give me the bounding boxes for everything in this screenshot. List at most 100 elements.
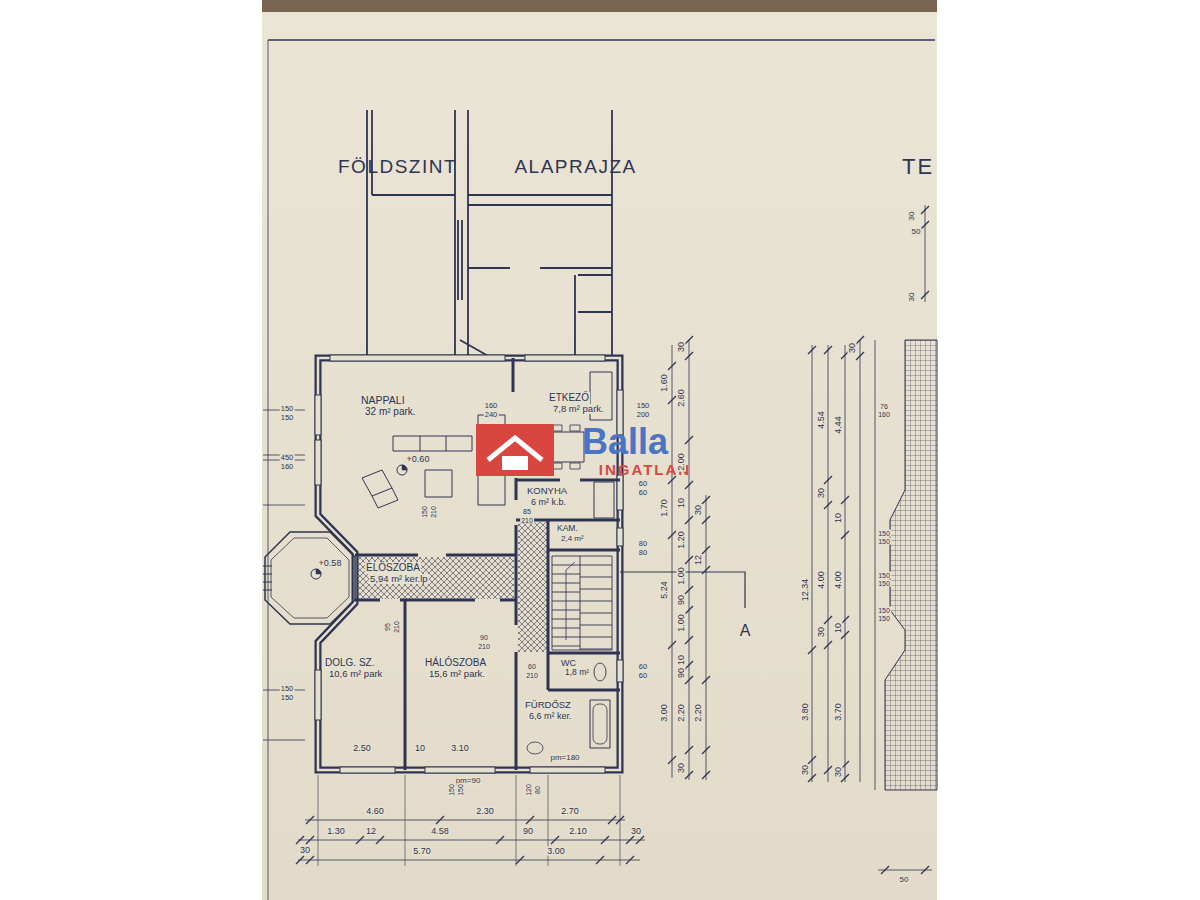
existing-wall bbox=[461, 220, 463, 300]
dimension-tick bbox=[306, 836, 314, 844]
dimension-value: 210 bbox=[430, 505, 437, 519]
interior-wall bbox=[548, 652, 620, 655]
dimension-tick bbox=[808, 646, 816, 654]
dimension-value: 150 bbox=[877, 530, 891, 537]
extension-line bbox=[516, 775, 517, 866]
dimension-tick bbox=[824, 476, 832, 484]
room-name: KAM. bbox=[556, 524, 579, 534]
dimension-line bbox=[828, 345, 829, 782]
roof-section bbox=[885, 340, 937, 790]
window-mark bbox=[425, 767, 495, 773]
dimension-value: 90 bbox=[479, 634, 489, 641]
dimension-value: 210 bbox=[393, 620, 400, 634]
dimension-value: 2.50 bbox=[352, 744, 372, 753]
dimension-tick bbox=[702, 516, 710, 524]
dimension-tick bbox=[306, 856, 314, 864]
dimension-tick bbox=[921, 221, 929, 229]
dimension-tick bbox=[824, 616, 832, 624]
dimension-line bbox=[925, 205, 926, 302]
room-area: DOLG. SZ.10,6 m² park bbox=[320, 602, 403, 762]
dimension-tick bbox=[668, 531, 676, 539]
room-area-value: 15,6 m² park. bbox=[428, 669, 486, 680]
table-symbol bbox=[425, 470, 452, 497]
existing-wall bbox=[366, 110, 368, 357]
toilet-symbol bbox=[594, 663, 606, 681]
dimension-value: 2.20 bbox=[677, 703, 686, 723]
existing-wall bbox=[578, 274, 612, 276]
dimension-value: 12.34 bbox=[801, 578, 810, 603]
dimension-tick bbox=[306, 816, 314, 824]
dimension-tick bbox=[685, 771, 693, 779]
dimension-tick bbox=[608, 816, 616, 824]
dimension-tick bbox=[841, 531, 849, 539]
outer-wall-core bbox=[318, 358, 620, 770]
dimension-tick bbox=[626, 856, 634, 864]
dimension-value: 2.20 bbox=[694, 703, 703, 723]
level-mark bbox=[402, 465, 407, 470]
dimension-tick bbox=[496, 836, 504, 844]
existing-wall bbox=[457, 220, 459, 300]
dimension-tick bbox=[808, 756, 816, 764]
dimension-value: 120 bbox=[525, 783, 532, 797]
window-mark bbox=[530, 767, 605, 773]
dimension-value: 2.30 bbox=[475, 807, 495, 816]
dimension-value: 1.00 bbox=[677, 613, 686, 633]
dimension-value: 10 bbox=[677, 497, 686, 509]
dimension-value: 30 bbox=[908, 211, 916, 222]
room-area: FÜRDŐSZ6,6 m² ker. bbox=[518, 692, 588, 748]
dimension-value: pm=180 bbox=[549, 754, 580, 762]
dimension-tick bbox=[685, 606, 693, 614]
dimension-value: 90 bbox=[677, 594, 686, 606]
dimension-line bbox=[706, 495, 707, 780]
extension-line bbox=[263, 505, 305, 506]
dimension-tick bbox=[668, 476, 676, 484]
dimension-value: 50 bbox=[911, 228, 922, 236]
dimension-value: 1.00 bbox=[677, 566, 686, 586]
dimension-value: 150 bbox=[280, 685, 295, 693]
dimension-tick bbox=[436, 816, 444, 824]
dimension-tick bbox=[702, 771, 710, 779]
window-mark bbox=[330, 355, 505, 361]
dimension-value: 150 bbox=[280, 405, 295, 413]
room-name: HÁLÓSZOBA bbox=[424, 657, 487, 669]
dimension-value: 150 bbox=[877, 607, 891, 614]
dimension-value: 1.20 bbox=[677, 530, 686, 550]
existing-wall bbox=[468, 204, 612, 206]
dimension-tick bbox=[296, 836, 304, 844]
extension-line bbox=[263, 740, 305, 741]
dimension-value: 4.58 bbox=[430, 827, 450, 836]
dimension-tick bbox=[685, 636, 693, 644]
dimension-tick bbox=[626, 836, 634, 844]
dimension-value: 4.00 bbox=[817, 570, 826, 590]
sofa-symbol bbox=[393, 436, 472, 451]
dimension-line bbox=[672, 345, 673, 778]
dimension-tick bbox=[376, 836, 384, 844]
dimension-value: 30 bbox=[299, 846, 311, 855]
window-mark bbox=[525, 355, 605, 361]
dimension-tick bbox=[921, 866, 929, 874]
room-name: NAPPALI bbox=[360, 394, 406, 406]
window-mark bbox=[617, 528, 623, 546]
stair-symbol bbox=[552, 556, 612, 650]
existing-wall bbox=[454, 110, 456, 357]
dimension-value: 85 bbox=[522, 508, 532, 515]
kitchen-counter bbox=[594, 482, 614, 518]
dimension-tick bbox=[668, 641, 676, 649]
room-name: FÜRDŐSZ bbox=[524, 700, 572, 711]
dimension-value: 80 bbox=[534, 785, 541, 795]
room-area-value: 32 m² park. bbox=[364, 406, 417, 418]
dimension-value: 150 bbox=[877, 615, 891, 622]
dimension-value: 12 bbox=[365, 827, 377, 836]
porch-step bbox=[263, 566, 272, 567]
interior-wall bbox=[547, 520, 550, 690]
sink-symbol bbox=[527, 742, 543, 754]
existing-wall bbox=[578, 311, 612, 313]
dimension-tick bbox=[685, 436, 693, 444]
dimension-value: 90 bbox=[522, 827, 534, 836]
dimension-value: 60 bbox=[638, 663, 648, 671]
section-mark: A bbox=[739, 623, 752, 639]
dimension-tick bbox=[685, 336, 693, 344]
dimension-tick bbox=[685, 481, 693, 489]
interior-wall bbox=[516, 479, 620, 482]
dimension-value: 60 bbox=[527, 663, 537, 670]
